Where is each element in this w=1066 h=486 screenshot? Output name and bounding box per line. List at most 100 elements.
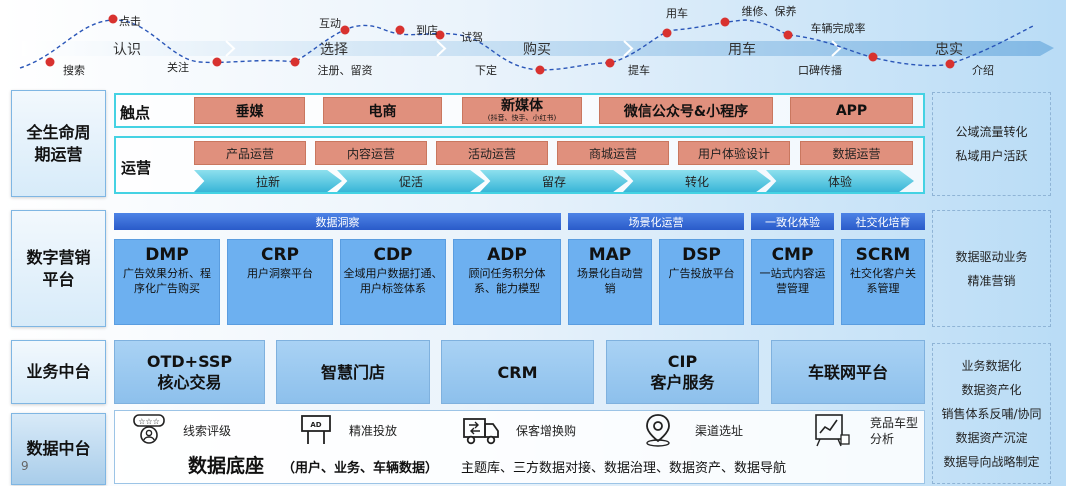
side-note-digital: 数据驱动业务 精准营销 xyxy=(932,210,1051,327)
platform-name: DMP xyxy=(145,245,189,265)
business-iov[interactable]: 车联网平台 xyxy=(771,340,925,404)
feature-label-channel-siting: 渠道选址 xyxy=(695,424,744,438)
touchpoint-label-test-drive: 试驾 xyxy=(461,31,483,44)
platform-name: CRP xyxy=(260,245,300,265)
touch-item-label: 垂媒 xyxy=(235,103,264,120)
location-pin-icon xyxy=(646,414,670,447)
platform-crp[interactable]: CRP 用户洞察平台 xyxy=(227,239,333,325)
truck-icon xyxy=(463,418,499,445)
side-note-line: 精准营销 xyxy=(967,273,1016,288)
op-item-activity[interactable]: 活动运营 xyxy=(436,141,548,165)
touchpoint-label-completion-rate: 车辆完成率 xyxy=(810,22,866,35)
platform-scrm[interactable]: SCRM 社交化客户关系管理 xyxy=(841,239,925,325)
category-consistent-exp: 一致化体验 xyxy=(751,213,834,230)
stage-chevron-retain: 留存 xyxy=(480,170,628,192)
touchpoint-label-maintenance: 维修、保养 xyxy=(741,5,797,18)
svg-text:AD: AD xyxy=(310,421,321,429)
touchpoint-label-register: 注册、留资 xyxy=(317,64,373,77)
data-foundation-title: 数据底座 xyxy=(188,455,265,477)
page-number: 9 xyxy=(21,459,29,473)
platform-dmp[interactable]: DMP 广告效果分析、程序化广告购买 xyxy=(114,239,220,325)
business-smart-store[interactable]: 智慧门店 xyxy=(276,340,430,404)
touch-item-label: 新媒体 xyxy=(501,98,543,114)
platform-name: DSP xyxy=(682,245,721,265)
journey-arrow-band xyxy=(22,41,1054,56)
touch-item-vertical-media[interactable]: 垂媒 xyxy=(194,97,305,124)
journey-dot xyxy=(45,57,55,67)
side-note-line: 公域流量转化 xyxy=(955,125,1028,139)
journey-dot xyxy=(945,59,955,69)
svg-text:☆☆☆: ☆☆☆ xyxy=(138,417,160,426)
touch-item-ecommerce[interactable]: 电商 xyxy=(323,97,442,124)
side-note-line: 业务数据化 xyxy=(961,358,1022,373)
stage-chevron-experience: 体验 xyxy=(766,170,914,192)
feature-label-retention-upgrade: 保客增换购 xyxy=(516,424,577,438)
journey-dots xyxy=(45,14,955,75)
op-item-product[interactable]: 产品运营 xyxy=(194,141,306,165)
op-item-content[interactable]: 内容运营 xyxy=(315,141,427,165)
platform-desc: 场景化自动营销 xyxy=(577,267,643,295)
row-title-digital-marketing-text: 数字营销平台 xyxy=(26,247,91,289)
feature-label-lead-rating: 线索评级 xyxy=(183,424,232,438)
lead-rating-icon: ☆☆☆ xyxy=(133,414,165,444)
platform-cdp[interactable]: CDP 全域用户数据打通、用户标签体系 xyxy=(340,239,446,325)
platform-adp[interactable]: ADP 顾问任务积分体系、能力模型 xyxy=(453,239,561,325)
side-note-line: 数据资产化 xyxy=(961,382,1022,397)
row-title-digital-marketing: 数字营销平台 xyxy=(11,210,106,327)
journey-dot xyxy=(340,25,350,35)
touch-item-label: 微信公众号&小程序 xyxy=(623,103,749,120)
side-note-line: 私域用户活跃 xyxy=(955,149,1028,163)
platform-name: ADP xyxy=(487,245,527,265)
stage-dividers xyxy=(225,40,842,57)
business-crm[interactable]: CRM xyxy=(441,340,594,404)
platform-cmp[interactable]: CMP 一站式内容运营管理 xyxy=(751,239,834,325)
row-title-data: 数据中台 xyxy=(11,413,106,485)
touch-item-new-media[interactable]: 新媒体 (抖音、快手、小红书) xyxy=(462,97,582,124)
platform-dsp[interactable]: DSP 广告投放平台 xyxy=(659,239,744,325)
op-item-data[interactable]: 数据运营 xyxy=(800,141,913,165)
journey-dot xyxy=(605,58,615,68)
platform-name: SCRM xyxy=(855,245,911,265)
data-foundation-subtitle: （用户、业务、车辆数据） xyxy=(282,461,439,476)
touchpoint-label-order: 下定 xyxy=(475,64,497,77)
row-title-lifecycle: 全生命周期运营 xyxy=(11,90,106,197)
category-social-nurture: 社交化培育 xyxy=(841,213,925,230)
touchpoint-label-visit-store: 到店 xyxy=(416,24,438,37)
platform-name: CDP xyxy=(373,245,413,265)
touchpoint-label-use-car: 用车 xyxy=(666,7,688,20)
touch-item-wechat[interactable]: 微信公众号&小程序 xyxy=(599,97,773,124)
touchpoint-label-word-of-mouth: 口碑传播 xyxy=(798,64,842,77)
side-note-line: 数据资产沉淀 xyxy=(955,430,1028,445)
journey-dot xyxy=(395,25,405,35)
data-foundation-description: 主题库、三方数据对接、数据治理、数据资产、数据导航 xyxy=(461,461,787,476)
stage-label-purchase: 购买 xyxy=(523,42,551,58)
platform-name: MAP xyxy=(588,245,632,265)
row-title-business-text: 业务中台 xyxy=(26,362,91,381)
op-item-ux[interactable]: 用户体验设计 xyxy=(678,141,790,165)
customer-journey-band xyxy=(19,14,1054,75)
platform-desc: 广告投放平台 xyxy=(668,267,735,280)
stage-chevron-acquire: 拉新 xyxy=(194,170,342,192)
touch-item-sublabel: (抖音、快手、小红书) xyxy=(487,114,557,122)
journey-wave xyxy=(19,19,1036,71)
touch-item-app[interactable]: APP xyxy=(790,97,913,124)
category-data-insight: 数据洞察 xyxy=(114,213,561,230)
journey-dot xyxy=(435,30,445,40)
platform-desc: 社交化客户关系管理 xyxy=(850,267,916,295)
chart-board-icon xyxy=(815,414,850,447)
row-title-business: 业务中台 xyxy=(11,340,106,404)
touchpoint-label-interact: 互动 xyxy=(319,17,341,30)
row-title-lifecycle-text: 全生命周期运营 xyxy=(26,122,91,164)
platform-map[interactable]: MAP 场景化自动营销 xyxy=(568,239,652,325)
touchpoint-label-referral: 介绍 xyxy=(972,64,994,77)
touchpoint-label-search: 搜索 xyxy=(63,64,85,77)
platform-name: CMP xyxy=(771,245,814,265)
business-cip[interactable]: CIP 客户服务 xyxy=(606,340,759,404)
op-item-mall[interactable]: 商城运营 xyxy=(557,141,669,165)
platform-desc: 顾问任务积分体系、能力模型 xyxy=(468,267,546,295)
business-otd-ssp[interactable]: OTD+SSP 核心交易 xyxy=(114,340,265,404)
feature-label-competitor-analysis: 竞品车型分析 xyxy=(870,416,919,446)
journey-dot xyxy=(783,30,793,40)
platform-desc: 用户洞察平台 xyxy=(247,267,313,280)
touchpoint-label-pickup: 提车 xyxy=(628,64,650,77)
